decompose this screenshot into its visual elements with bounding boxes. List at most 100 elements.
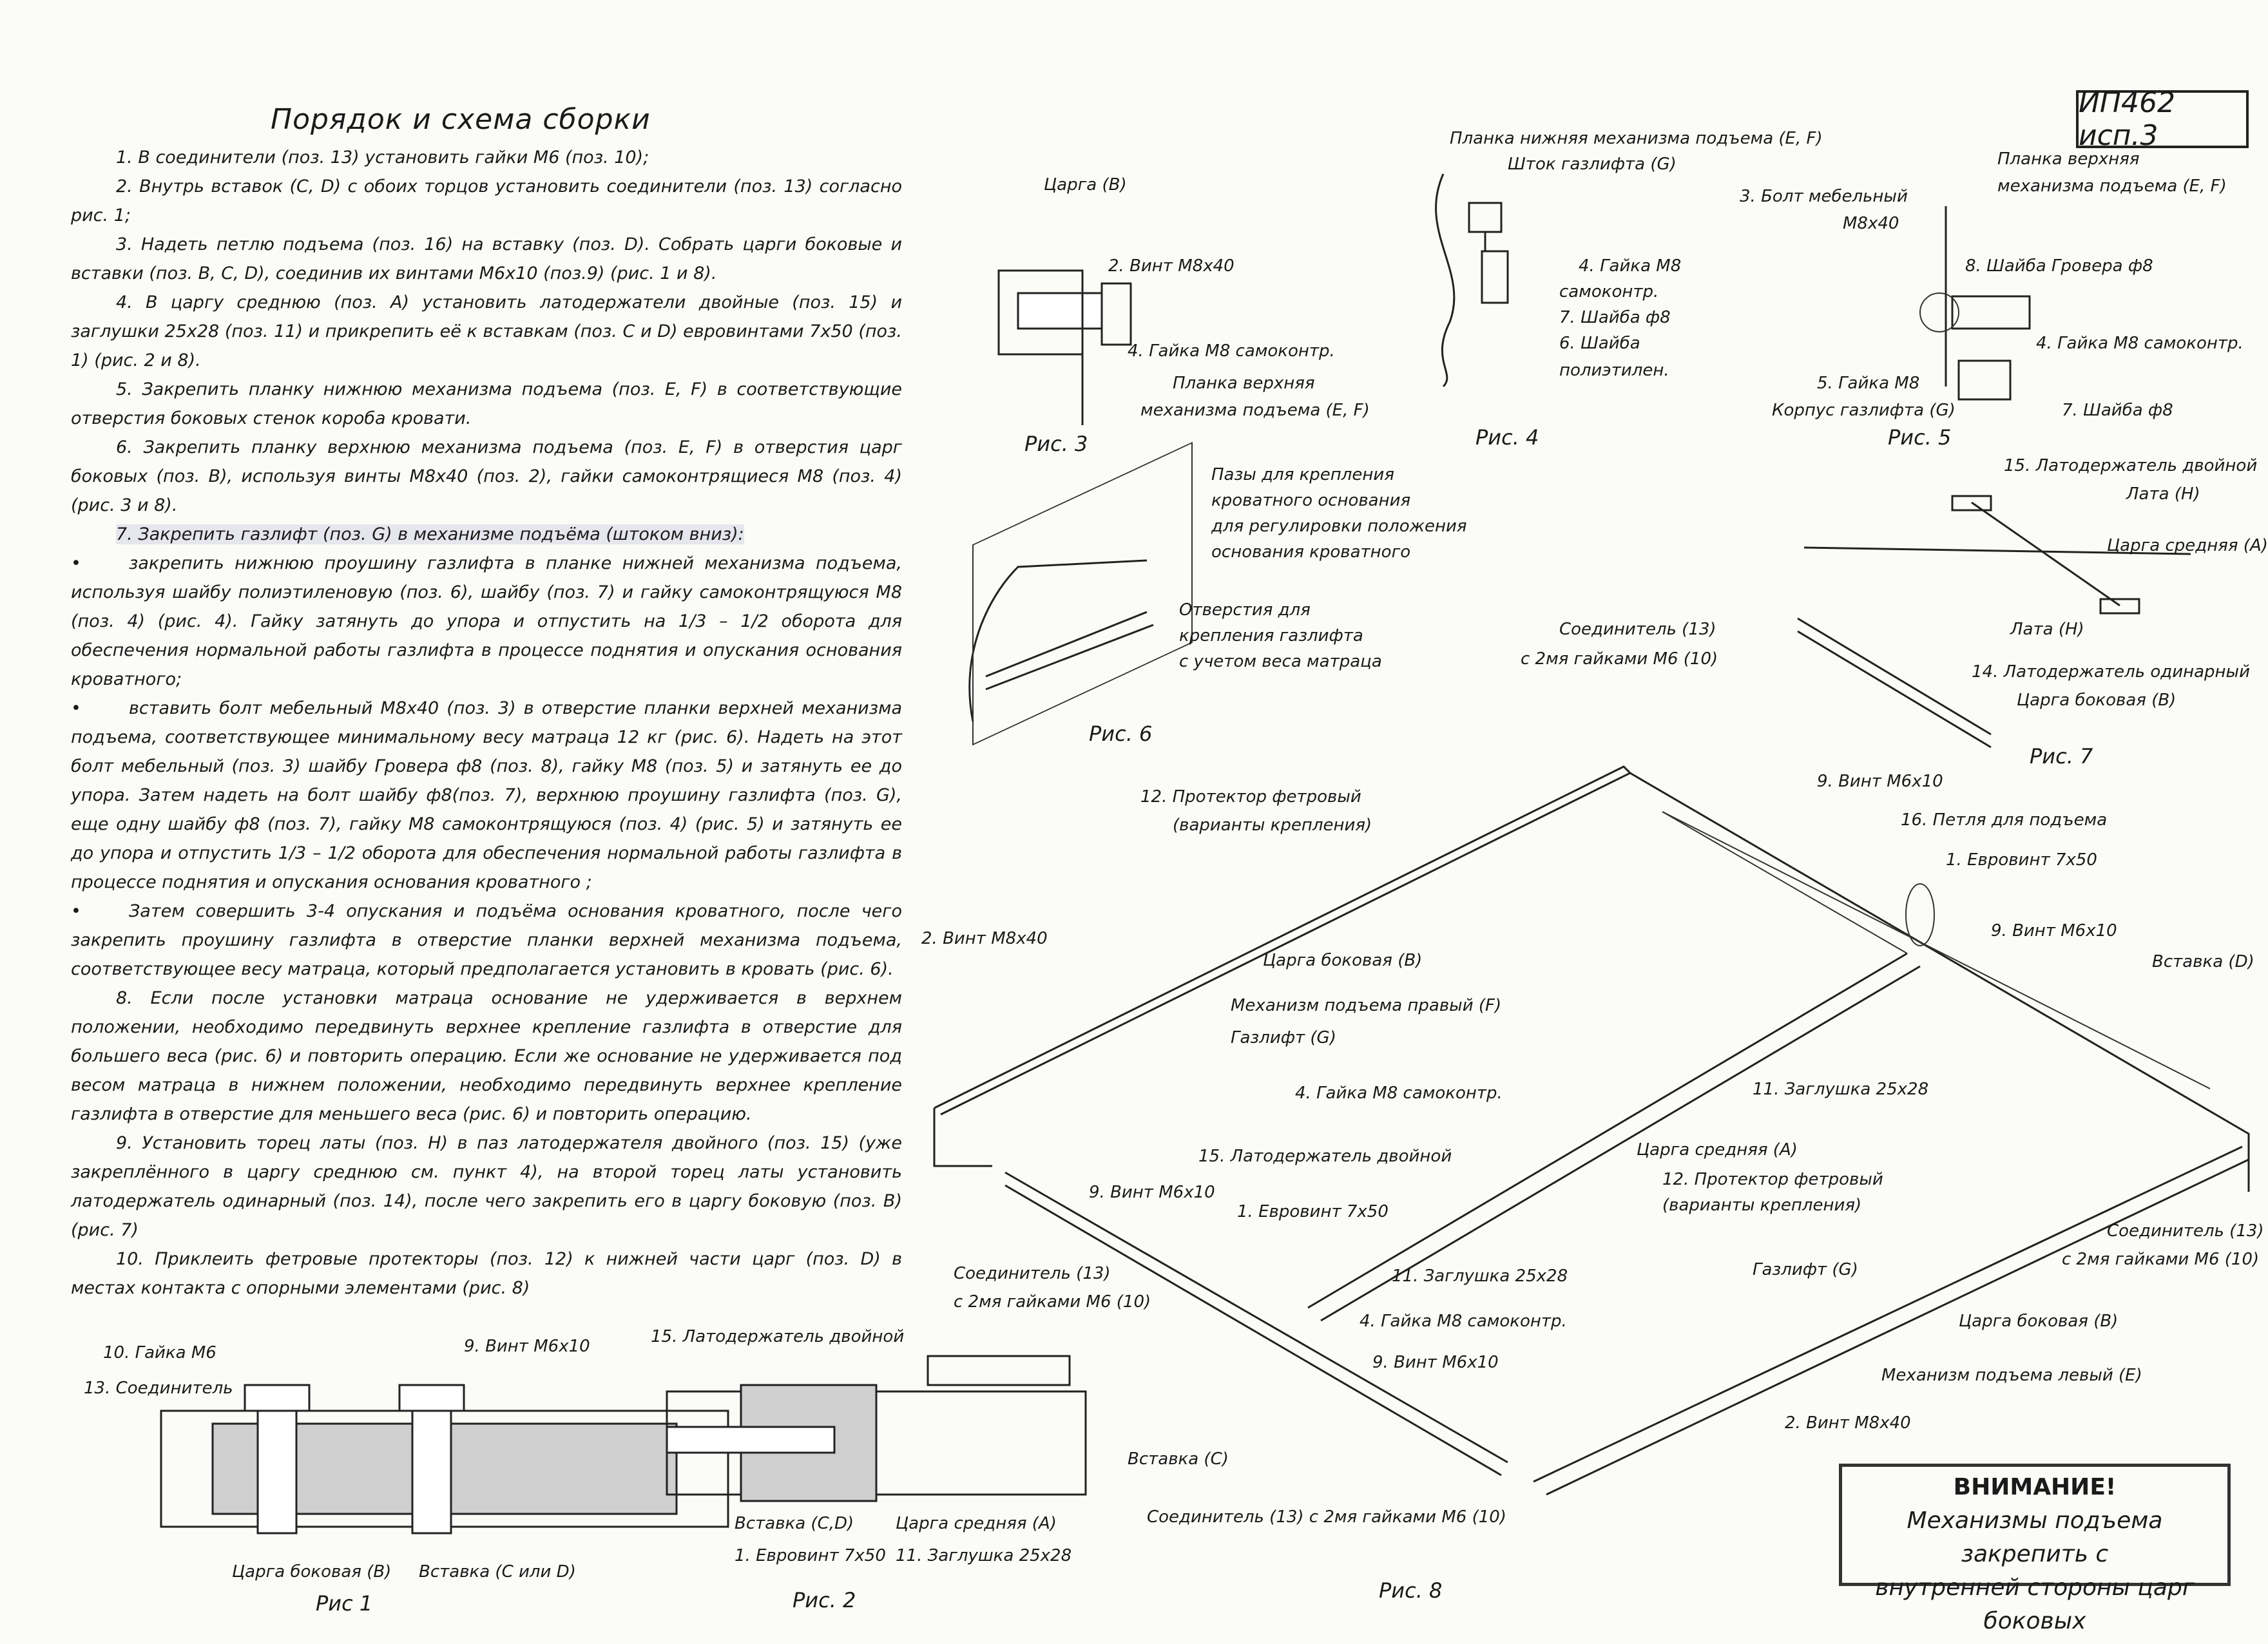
fig7-drawing [1797,495,2191,749]
fig8-label: 12. Протектор фетровый [1140,787,1361,807]
fig1-label: 13. Соединитель [84,1379,233,1398]
fig7-label: Лата (Н) [2126,484,2200,504]
fig6-drawing [968,559,1154,722]
fig8-label: с 2мя гайками М6 (10) [1521,649,1718,669]
instruction-bullet: вставить болт мебельный М8х40 (поз. 3) в… [71,694,902,897]
fig2-drawing [666,1355,1087,1502]
fig3-label: Планка верхняя [1173,374,1315,393]
fig5-label: 8. Шайба Гровера ф8 [1965,256,2153,276]
fig4-label: 6. Шайба [1559,334,1640,353]
fig5-label: Планка верхняя [1997,149,2140,169]
fig4-label: Планка нижняя механизма подъема (E, F) [1450,129,1823,148]
fig8-label: (варианты крепления) [1662,1196,1862,1215]
fig8-label: Газлифт (G) [1231,1028,1336,1047]
fig1-drawing [160,1384,729,1534]
fig8-label: 2. Винт М8х40 [921,929,1048,948]
fig2-label: 15. Латодержатель двойной [651,1327,905,1346]
fig6-caption: Рис. 6 [1089,722,1153,746]
fig5-label: М8х40 [1843,214,1899,233]
fig5-label: 7. Шайба ф8 [2062,401,2173,420]
fig6-label: с учетом веса матраца [1179,652,1382,671]
instruction-item: 3. Надеть петлю подъема (поз. 16) на вст… [71,234,902,283]
fig4-label: полиэтилен. [1559,361,1669,380]
fig8-label: Соединитель (13) [954,1264,1111,1283]
fig8-label: 4. Гайка М8 самоконтр. [1360,1312,1567,1331]
fig7-label: Царга боковая (В) [2017,691,2177,710]
fig4-label: 7. Шайба ф8 [1559,308,1671,327]
instruction-bullet: Затем совершить 3-4 опускания и подъёма … [71,897,902,984]
fig4-caption: Рис. 4 [1475,425,1539,450]
fig4-drawing [1435,173,1509,388]
fig8-label: Царга средняя (А) [1637,1140,1798,1160]
fig5-label: 4. Гайка М8 самоконтр. [2036,334,2244,353]
instruction-bullet: закрепить нижнюю проушину газлифта в пла… [71,549,902,694]
warning-text: Механизмы подъема закрепить с [1907,1507,2163,1567]
fig8-label: Царга боковая (В) [1959,1312,2119,1331]
fig5-drawing [1919,206,2031,401]
fig3-caption: Рис. 3 [1024,432,1088,456]
fig8-label: Механизм подъема правый (F) [1231,996,1502,1015]
fig8-label: 9. Винт М6х10 [1089,1183,1215,1202]
fig7-label: Лата (Н) [2010,620,2084,639]
fig8-label: 9. Винт М6х10 [1372,1353,1499,1372]
instruction-item: 5. Закрепить планку нижнюю механизма под… [71,379,902,428]
instruction-item: 10. Приклеить фетровые протекторы (поз. … [71,1249,902,1298]
fig6-label: основания кроватного [1211,542,1411,562]
fig6-label: кроватного основания [1211,491,1411,510]
highlighted-instruction: 7. Закрепить газлифт (поз. G) в механизм… [116,524,744,544]
instruction-item: 6. Закрепить планку верхнюю механизма по… [71,437,902,515]
fig8-label: 11. Заглушка 25х28 [1753,1080,1929,1099]
warning-title: ВНИМАНИЕ! [1953,1474,2117,1500]
fig7-caption: Рис. 7 [2030,744,2093,769]
fig6-label: крепления газлифта [1179,626,1363,645]
fig8-label: Соединитель (13) [2107,1221,2264,1241]
fig8-label: Царга боковая (В) [1263,951,1423,970]
fig1-label: 10. Гайка М6 [103,1343,216,1362]
fig8-label: 2. Винт М8х40 [1785,1413,1911,1433]
warning-box: ВНИМАНИЕ! Механизмы подъема закрепить с … [1839,1464,2231,1634]
fig8-label: с 2мя гайками М6 (10) [954,1292,1151,1312]
fig8-caption: Рис. 8 [1379,1578,1443,1603]
fig8-label: с 2мя гайками М6 (10) [2062,1250,2260,1269]
instruction-item: 2. Внутрь вставок (С, D) с обоих торцов … [71,177,902,225]
fig3-label: Царга (В) [1044,175,1127,195]
warning-text: внутренней стороны царг боковых [1875,1574,2195,1634]
fig8-label: 4. Гайка М8 самоконтр. [1295,1084,1503,1103]
fig6-label: Отверстия для [1179,600,1311,620]
fig6-label: для регулировки положения [1211,517,1467,536]
fig8-label: Соединитель (13) с 2мя гайками М6 (10) [1147,1507,1506,1527]
fig5-label: 5. Гайка М8 [1817,374,1920,393]
fig7-label: 14. Латодержатель одинарный [1972,662,2250,682]
fig7-label: 15. Латодержатель двойной [2004,456,2258,475]
fig5-label: механизма подъема (E, F) [1997,177,2227,196]
document-code: ИП462 исп.3 [2076,86,2249,152]
fig3-label: механизма подъема (E, F) [1140,401,1370,420]
fig8-label: 12. Протектор фетровый [1662,1170,1883,1189]
instruction-item: 7. Закрепить газлифт (поз. G) в механизм… [71,520,902,549]
fig5-label: 3. Болт мебельный [1740,187,1908,206]
fig3-drawing [997,269,1132,425]
instruction-item: 1. В соединители (поз. 13) установить га… [116,148,649,167]
fig8-label: 15. Латодержатель двойной [1198,1147,1452,1166]
fig1-caption: Рис 1 [316,1591,373,1616]
fig2-label: 11. Заглушка 25х28 [896,1546,1072,1565]
instructions: 1. В соединители (поз. 13) установить га… [71,143,902,1303]
fig1-label: 9. Винт М6х10 [464,1337,590,1356]
fig8-label: 11. Заглушка 25х28 [1392,1266,1568,1286]
fig4-label: Шток газлифта (G) [1508,155,1677,174]
fig5-caption: Рис. 5 [1888,425,1952,450]
fig2-label: Вставка (С,D) [735,1514,854,1533]
fig8-label: 9. Винт М6х10 [1991,921,2117,941]
fig8-label: Механизм подъема левый (E) [1881,1366,2142,1385]
fig7-label: Царга средняя (А) [2107,536,2268,555]
fig3-label: 2. Винт М8х40 [1108,256,1235,276]
page-title: Порядок и схема сборки [271,103,651,136]
fig8-label: Соединитель (13) [1559,620,1716,639]
fig8-label: 9. Винт М6х10 [1817,772,1943,791]
instruction-item: 4. В царгу среднюю (поз. А) установить л… [71,292,902,370]
fig2-caption: Рис. 2 [793,1588,856,1612]
fig8-label: 16. Петля для подъема [1901,810,2108,830]
instruction-item: 9. Установить торец латы (поз. Н) в паз … [71,1133,902,1240]
fig8-label: 1. Евровинт 7х50 [1237,1202,1389,1221]
